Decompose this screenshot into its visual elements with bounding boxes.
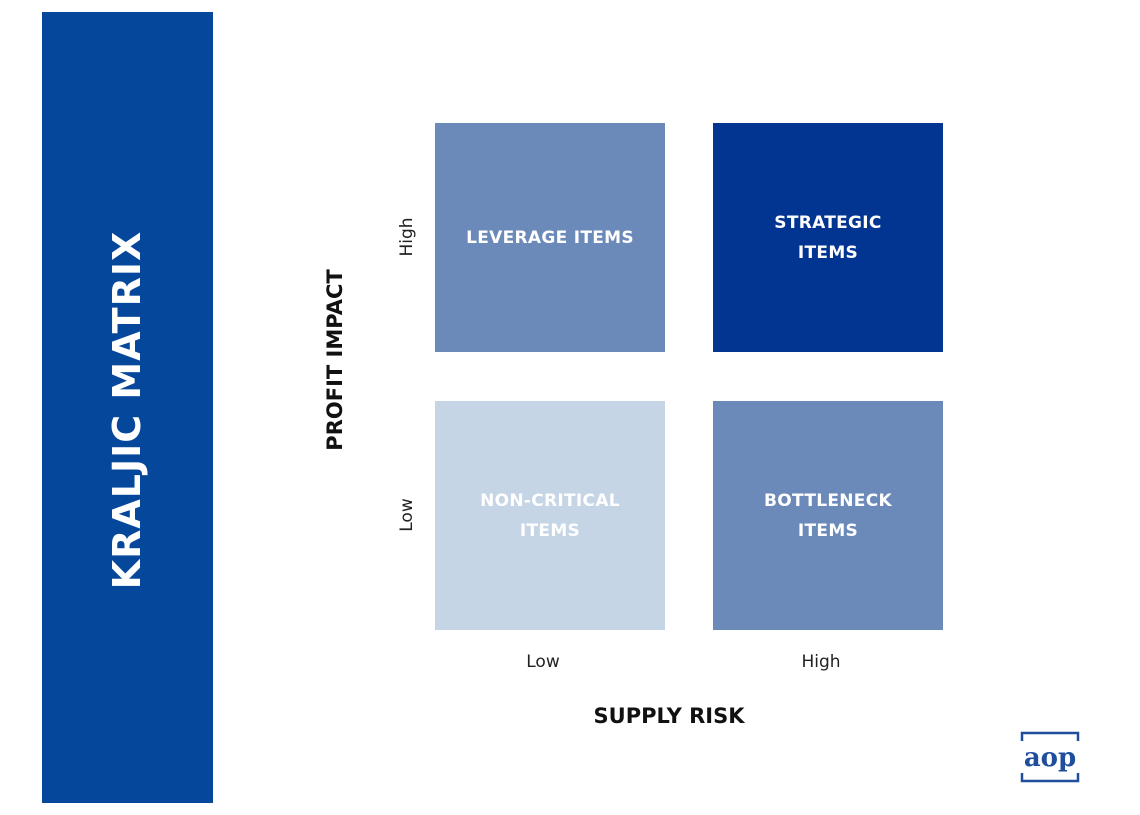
quadrant-label: NON-CRITICAL ITEMS [480, 490, 620, 541]
quadrant-bottleneck: BOTTLENECK ITEMS [713, 401, 943, 630]
quadrant-strategic: STRATEGIC ITEMS [713, 123, 943, 352]
quadrant-label: BOTTLENECK ITEMS [764, 490, 892, 541]
y-axis-low: Low [397, 498, 417, 532]
y-axis-label: PROFIT IMPACT [323, 269, 347, 451]
title-sidebar [42, 12, 213, 803]
page-title: KRALJIC MATRIX [105, 230, 149, 590]
quadrant-label: LEVERAGE ITEMS [466, 227, 634, 248]
x-axis-high: High [801, 652, 841, 672]
y-axis-high: High [397, 217, 417, 257]
quadrant-label: STRATEGIC ITEMS [774, 212, 882, 263]
aop-logo: aop [1020, 731, 1080, 783]
x-axis-label: SUPPLY RISK [593, 704, 745, 728]
quadrant-non-critical: NON-CRITICAL ITEMS [435, 401, 665, 630]
quadrant-leverage: LEVERAGE ITEMS [435, 123, 665, 352]
svg-text:aop: aop [1024, 743, 1076, 773]
x-axis-low: Low [526, 652, 560, 672]
